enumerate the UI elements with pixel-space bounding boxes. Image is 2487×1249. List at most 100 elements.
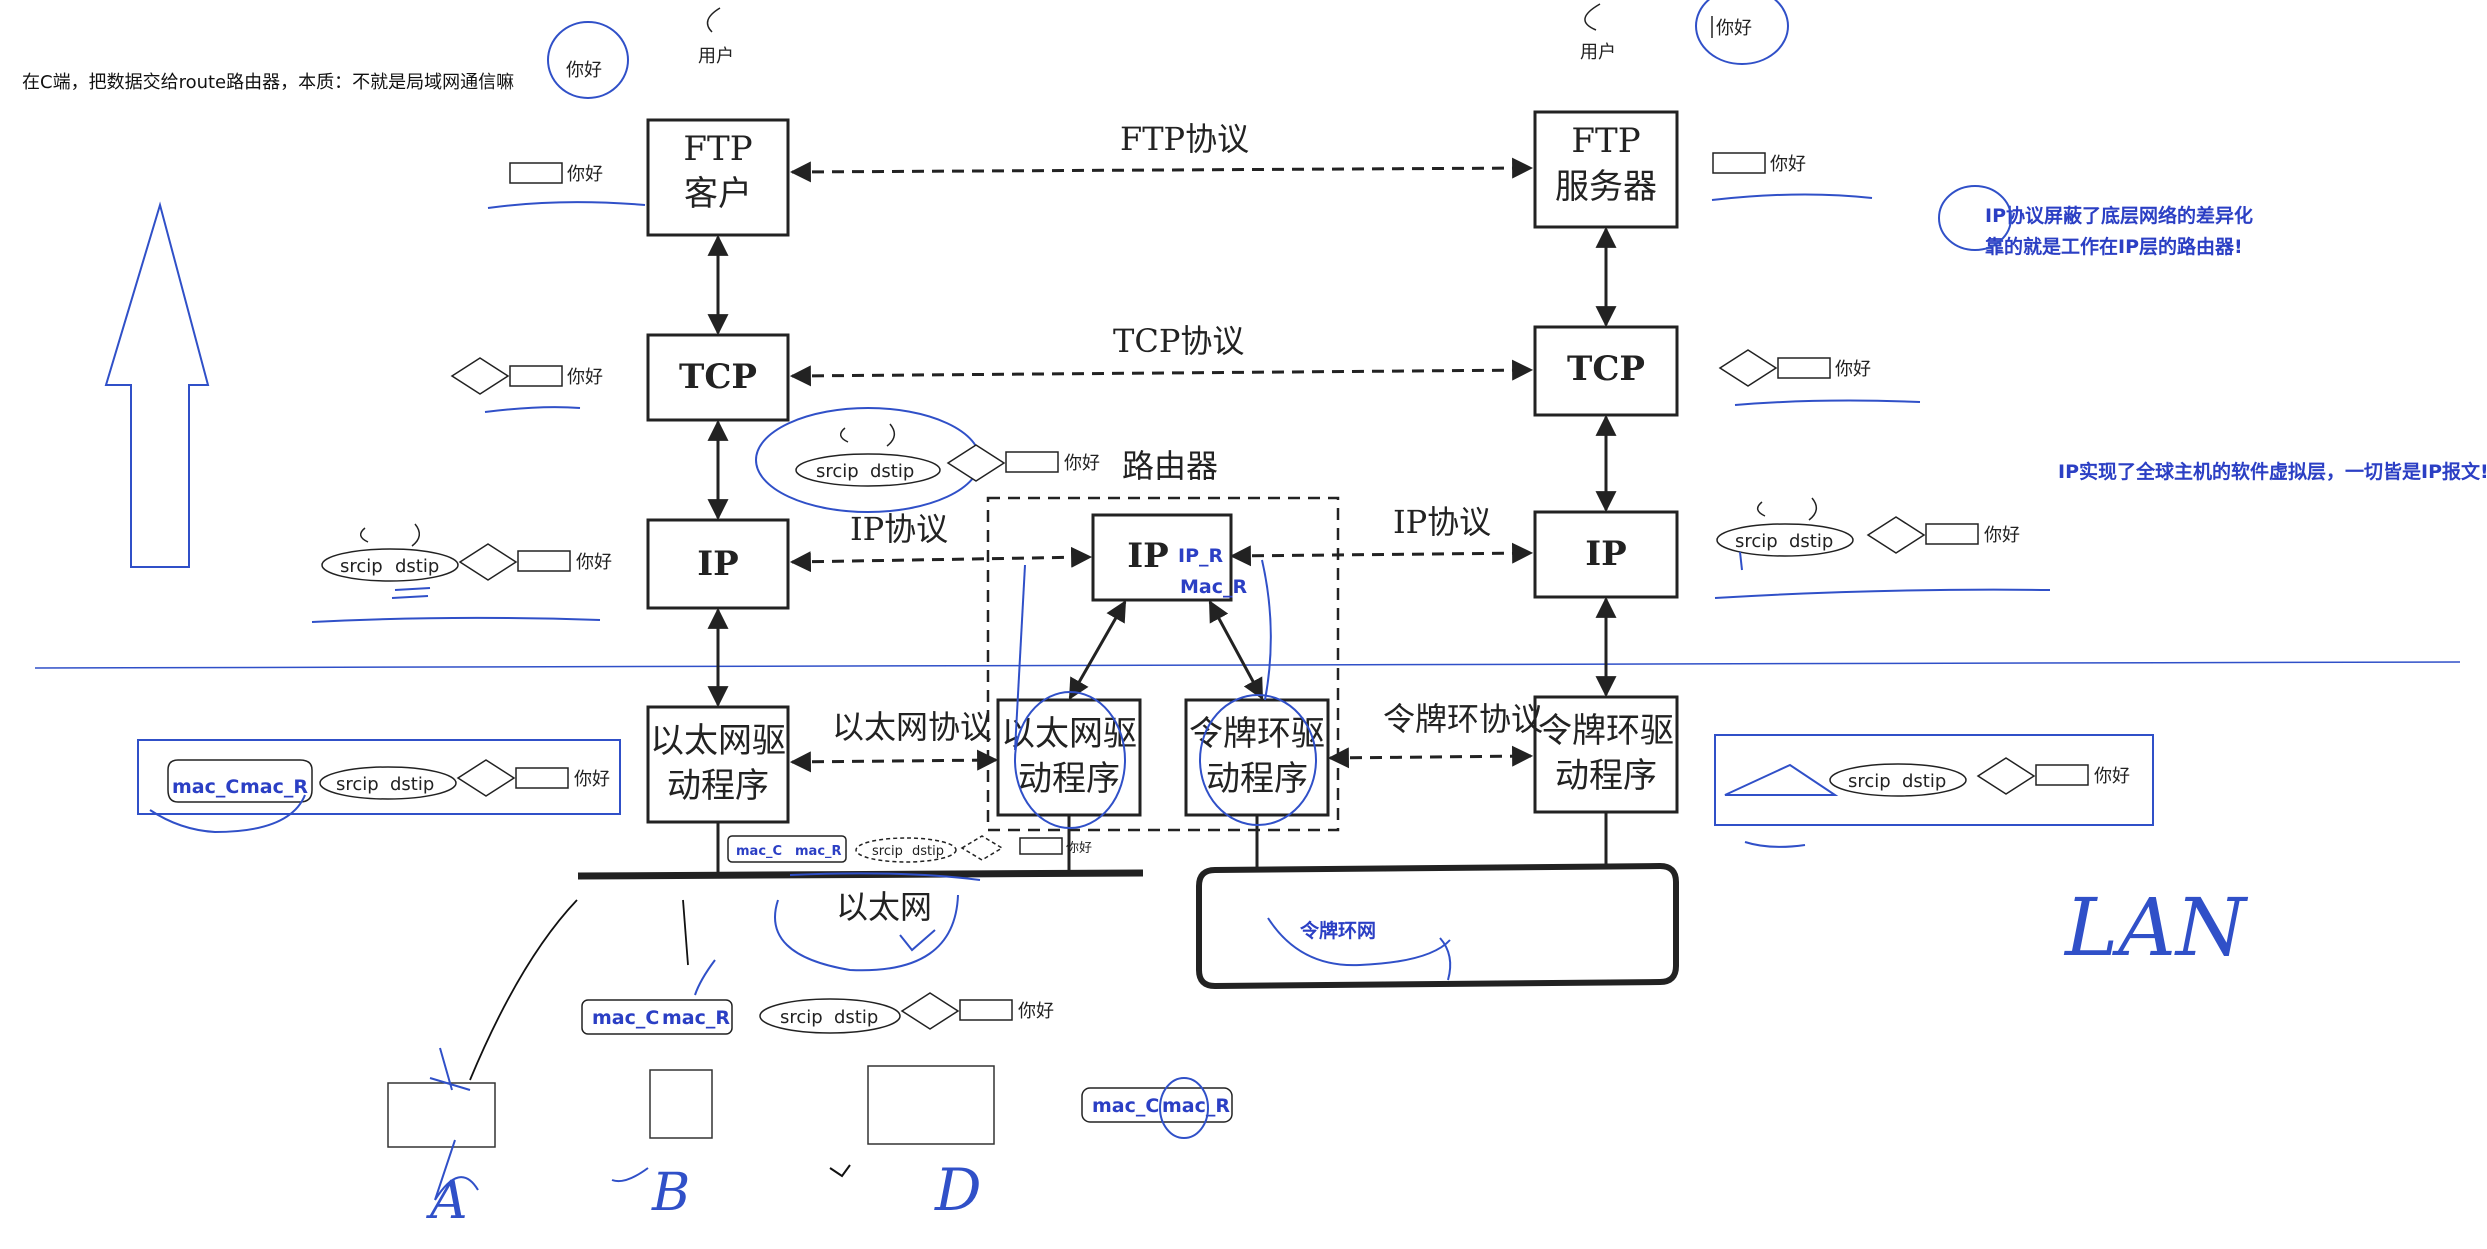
svg-text:你好: 你好 [2094,766,2130,787]
svg-text:令牌环驱: 令牌环驱 [1538,711,1674,751]
svg-text:mac_C: mac_C [172,776,239,798]
svg-text:你好: 你好 [1064,453,1100,474]
svg-text:srcip: srcip [1848,771,1891,792]
greeting-top: 你好 [566,60,602,81]
svg-text:srcip: srcip [816,461,859,482]
svg-text:dstip: dstip [1789,531,1833,552]
handwriting-a: A [426,1171,468,1231]
svg-text:dstip: dstip [390,774,434,795]
svg-text:你好: 你好 [567,367,603,388]
ethernet-bus [577,869,1144,880]
token-protocol-label: 令牌环协议 [1383,700,1543,738]
token-ring-net-label: 令牌环网 [1300,919,1376,942]
token-driver-box-right: 令牌环驱 动程序 [1533,695,1679,814]
ip-protocol-label-left: IP协议 [850,510,948,548]
svg-text:mac_R: mac_R [795,844,842,859]
svg-text:IP: IP [1585,534,1626,574]
svg-text:以太网驱: 以太网驱 [1001,714,1137,754]
token-frame-right: srcip dstip 你好 [1714,734,2154,826]
svg-text:mac_C: mac_C [592,1007,659,1029]
svg-text:你好: 你好 [574,769,610,790]
router-ip-box: IP [1091,513,1233,602]
ip-protocol-label-right: IP协议 [1393,503,1491,541]
ftp-client-box: FTP 客户 [646,118,790,237]
svg-text:动程序: 动程序 [667,766,769,806]
host-a [387,1082,496,1148]
svg-text:动程序: 动程序 [1206,759,1308,799]
eth-frame-below: mac_C mac_R srcip dstip 你好 [581,992,1054,1035]
tcp-header-left: 你好 [450,357,603,413]
top-note: 在C端，把数据交给route路由器，本质：不就是局域网通信嘛 [22,72,514,93]
svg-text:你好: 你好 [1984,525,2020,546]
tcp-box-left: TCP [646,333,790,422]
handwriting-lan: LAN [2063,881,2249,974]
svg-text:srcip: srcip [780,1007,823,1028]
svg-text:动程序: 动程序 [1555,756,1657,796]
host-b [649,1069,713,1139]
annotation-virtual-layer: IP实现了全球主机的软件虚拟层，一切皆是IP报文! [2058,460,2487,483]
svg-text:服务器: 服务器 [1555,167,1657,207]
svg-text:dstip: dstip [395,556,439,577]
greeting-circle-right-top [1695,0,1789,65]
router-ip-r: IP_R [1178,545,1223,567]
ip-header-right: srcip dstip 你好 [1714,497,2051,599]
handwriting-d: D [934,1156,982,1224]
ftp-client-header: 你好 [487,162,646,209]
svg-text:你好: 你好 [567,164,603,185]
svg-text:FTP: FTP [683,129,752,169]
svg-text:dstip: dstip [870,461,914,482]
token-ring-loop [1196,862,1679,990]
svg-text:你好: 你好 [1066,841,1092,856]
svg-text:你好: 你好 [1770,154,1806,175]
svg-text:客户: 客户 [684,174,752,214]
mac-tag-bottom: mac_C mac_R [1081,1077,1233,1139]
ftp-protocol-label: FTP协议 [1120,120,1249,158]
user-mark-right [1584,3,1601,31]
router-mac-r: Mac_R [1180,576,1247,598]
svg-text:srcip: srcip [336,774,379,795]
svg-text:mac_R: mac_R [1162,1095,1230,1117]
eth-frame-bus: mac_C mac_R srcip dstip 你好 [727,835,1092,863]
svg-text:你好: 你好 [1835,359,1871,380]
tcp-box-right: TCP [1533,325,1679,417]
svg-text:dstip: dstip [834,1007,878,1028]
svg-text:TCP: TCP [1567,349,1645,389]
tcp-header-right: 你好 [1718,349,1921,406]
ip-header-router: srcip dstip 你好 [755,407,1100,513]
ftp-server-header: 你好 [1711,152,1873,201]
svg-text:你好: 你好 [1018,1001,1054,1022]
svg-text:dstip: dstip [1902,771,1946,792]
annotation-ip-shield: IP协议屏蔽了底层网络的差异化 [1985,204,2253,227]
svg-text:你好: 你好 [576,552,612,573]
router-label: 路由器 [1122,447,1218,485]
greeting-right-top: 你好 [1716,18,1752,39]
svg-text:TCP: TCP [679,357,757,397]
host-d [867,1065,995,1145]
router-eth-driver-box: 以太网驱 动程序 [996,698,1142,817]
svg-text:mac_R: mac_R [662,1007,730,1029]
svg-text:FTP: FTP [1571,121,1640,161]
tcp-protocol-label: TCP协议 [1113,322,1244,360]
handwriting-b: B [651,1163,690,1223]
stack-divider [34,661,2461,669]
svg-text:IP: IP [697,544,738,584]
user-label-right: 用户 [1580,42,1616,63]
ethernet-protocol-label: 以太网协议 [832,708,992,746]
ip-box-left: IP [646,518,790,610]
ftp-server-box: FTP 服务器 [1533,110,1679,229]
svg-text:srcip: srcip [872,844,903,859]
svg-text:dstip: dstip [912,844,944,859]
svg-text:IP: IP [1127,536,1168,576]
up-arrow [104,201,210,568]
user-label-left: 用户 [698,46,734,67]
annotation-router-work: 靠的就是工作在IP层的路由器! [1985,235,2243,258]
svg-text:动程序: 动程序 [1018,759,1120,799]
user-mark-left [706,7,721,33]
eth-driver-box-left: 以太网驱 动程序 [646,705,790,824]
svg-text:mac_R: mac_R [240,776,308,798]
ip-box-right: IP [1533,510,1679,599]
svg-text:mac_C: mac_C [736,844,782,859]
greeting-circle-top [547,21,629,99]
svg-text:srcip: srcip [1735,531,1778,552]
